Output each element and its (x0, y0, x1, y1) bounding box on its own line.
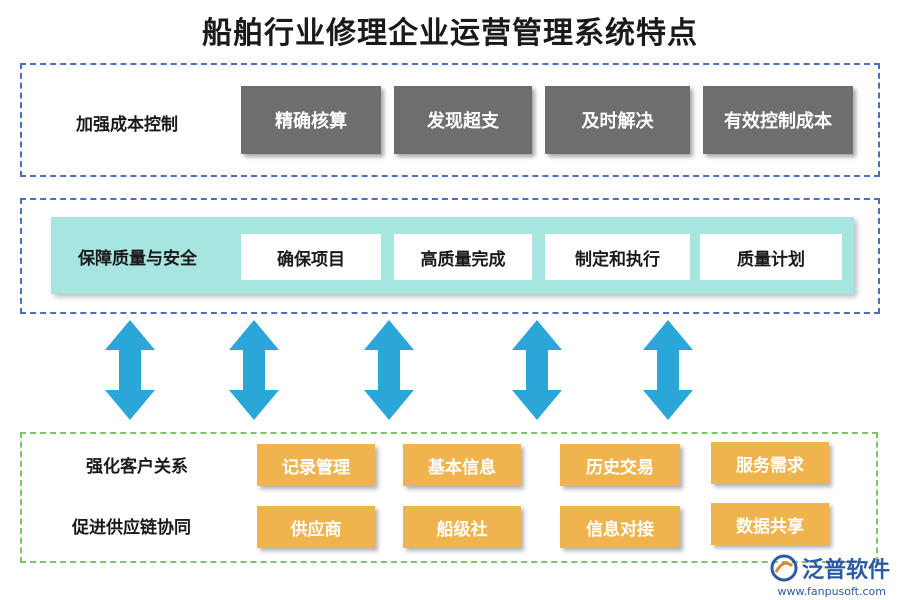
customer-label: 强化客户关系 (86, 457, 188, 477)
brand-logo: 泛普软件 (770, 552, 890, 584)
cost-control-label: 加强成本控制 (76, 115, 178, 135)
supply-item-classification-society: 船级社 (403, 506, 521, 548)
customer-supply-frame (20, 432, 878, 563)
cost-control-frame (20, 63, 880, 177)
quality-item-formulate-execute: 制定和执行 (545, 234, 690, 280)
diagram-title: 船舶行业修理企业运营管理系统特点 (202, 16, 698, 51)
supply-item-supplier: 供应商 (257, 506, 375, 548)
quality-item-quality-plan: 质量计划 (700, 234, 842, 280)
brand-url: www.fanpusoft.com (777, 585, 886, 598)
double-arrow-icon (512, 320, 562, 420)
supply-item-info-docking: 信息对接 (560, 506, 680, 548)
quality-item-ensure-project: 确保项目 (241, 234, 381, 280)
double-arrow-icon (364, 320, 414, 420)
double-arrow-icon (105, 320, 155, 420)
quality-label: 保障质量与安全 (78, 249, 197, 269)
customer-item-record-management: 记录管理 (257, 444, 375, 486)
customer-item-service-needs: 服务需求 (711, 442, 829, 484)
quality-item-high-quality: 高质量完成 (394, 234, 532, 280)
quality-frame (20, 198, 880, 314)
double-arrow-icon (229, 320, 279, 420)
cost-item-timely-resolve: 及时解决 (545, 86, 690, 154)
brand-swirl-icon (770, 554, 798, 582)
double-arrow-icon (643, 320, 693, 420)
supply-label: 促进供应链协同 (72, 518, 191, 538)
brand-name: 泛普软件 (801, 558, 890, 583)
cost-item-precise-accounting: 精确核算 (241, 86, 381, 154)
cost-item-detect-overspend: 发现超支 (394, 86, 532, 154)
customer-item-basic-info: 基本信息 (403, 444, 521, 486)
supply-item-data-sharing: 数据共享 (711, 503, 829, 545)
cost-item-effective-control: 有效控制成本 (703, 86, 853, 154)
customer-item-history-transactions: 历史交易 (560, 444, 680, 486)
